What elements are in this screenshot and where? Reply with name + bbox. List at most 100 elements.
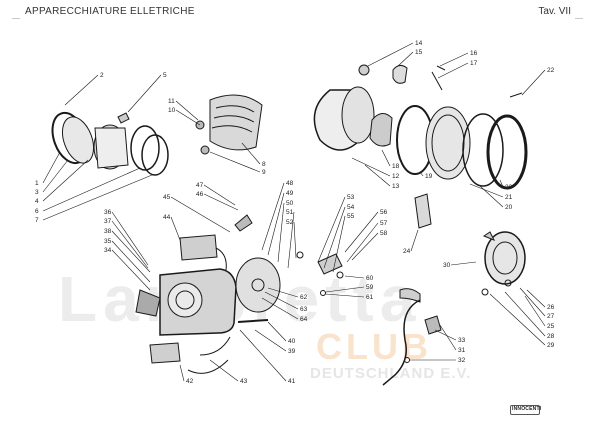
leader-line-3: [42, 159, 69, 193]
watermark-country: DEUTSCHLAND E.V.: [310, 365, 472, 382]
innocenti-logo: [510, 405, 540, 415]
callout-label-2: 2: [100, 72, 104, 79]
callout-label-37: 37: [104, 218, 112, 225]
callout-label-63: 63: [300, 306, 308, 313]
leader-line-14: [367, 42, 414, 67]
leader-line-12: [351, 157, 391, 177]
callout-label-15: 15: [415, 49, 423, 56]
callout-label-9: 9: [262, 169, 266, 176]
leader-line-53: [317, 196, 346, 263]
callout-label-4: 4: [35, 198, 39, 205]
callout-label-52: 52: [286, 219, 294, 226]
callout-label-28: 28: [547, 333, 555, 340]
leader-line-61: [324, 293, 365, 298]
leader-line-58: [351, 232, 379, 261]
leader-line-56: [344, 211, 379, 253]
callout-label-3: 3: [35, 189, 39, 196]
leader-line-18: [381, 149, 391, 167]
leader-line-37: [111, 220, 149, 269]
callout-label-41: 41: [288, 378, 296, 385]
leader-line-31: [439, 324, 457, 351]
leader-line-19: [419, 171, 424, 177]
ignition-coil-group: [195, 94, 263, 155]
leader-line-30: [450, 261, 477, 266]
callout-label-16: 16: [470, 50, 478, 57]
leader-line-21: [469, 183, 504, 198]
callout-label-38: 38: [104, 228, 112, 235]
corner-rule-left: [12, 18, 20, 19]
headlamp-shell-group: [313, 64, 528, 190]
callout-label-59: 59: [366, 284, 374, 291]
callout-label-12: 12: [392, 173, 400, 180]
horn-group: [481, 231, 526, 296]
callout-label-60: 60: [366, 275, 374, 282]
callout-label-55: 55: [347, 213, 355, 220]
callout-label-17: 17: [470, 60, 478, 67]
leader-line-11: [175, 100, 199, 121]
callout-label-6: 6: [35, 208, 39, 215]
callout-label-42: 42: [186, 378, 194, 385]
leader-line-43: [209, 359, 239, 382]
callout-label-34: 34: [104, 247, 112, 254]
leader-line-59: [325, 286, 365, 293]
callout-label-53: 53: [347, 194, 355, 201]
leader-line-34: [111, 249, 151, 291]
callout-label-11: 11: [168, 98, 175, 105]
leader-line-22: [521, 69, 546, 96]
callout-label-36: 36: [104, 209, 112, 216]
cable-group: [382, 288, 442, 386]
callout-label-8: 8: [262, 161, 266, 168]
headlamp-rings-group: [51, 111, 169, 176]
leader-line-55: [332, 215, 346, 273]
callout-label-51: 51: [286, 209, 294, 216]
callout-label-61: 61: [366, 294, 374, 301]
callout-label-10: 10: [168, 107, 176, 114]
leader-line-52: [293, 221, 297, 259]
voltage-regulator-group: [179, 214, 253, 271]
callout-label-58: 58: [380, 230, 388, 237]
callout-label-44: 44: [163, 214, 171, 221]
leader-line-57: [346, 222, 379, 263]
leader-line-17: [437, 62, 469, 79]
callout-label-24: 24: [403, 248, 411, 255]
leader-line-7: [42, 174, 153, 221]
callout-label-48: 48: [286, 180, 294, 187]
callout-label-33: 33: [458, 337, 466, 344]
leader-line-29: [489, 293, 546, 346]
callout-label-32: 32: [458, 357, 466, 364]
callout-label-54: 54: [347, 204, 355, 211]
leader-line-41: [239, 329, 287, 382]
plate-number: Tav. VII: [538, 6, 571, 17]
leader-line-47: [203, 184, 236, 206]
leader-line-6: [42, 167, 141, 212]
leader-line-24: [410, 229, 419, 252]
callout-label-46: 46: [196, 191, 204, 198]
leader-line-2: [64, 74, 99, 106]
leader-line-8: [241, 142, 261, 165]
callout-label-5: 5: [163, 72, 167, 79]
leader-line-48: [261, 182, 285, 251]
leader-line-1: [42, 151, 61, 184]
leader-line-51: [287, 211, 295, 269]
watermark-brand: Lambretta: [58, 262, 421, 336]
callout-label-27: 27: [547, 313, 555, 320]
magneto-stator-group: [135, 257, 281, 374]
callout-label-40: 40: [288, 338, 296, 345]
leader-line-35: [111, 240, 151, 283]
callout-label-30: 30: [443, 262, 451, 269]
leader-line-60: [344, 275, 365, 279]
callout-label-18: 18: [392, 163, 400, 170]
leader-line-38: [111, 230, 151, 273]
leader-line-28: [504, 291, 546, 337]
leader-line-13: [364, 164, 391, 187]
leader-line-5: [127, 74, 162, 113]
callout-label-49: 49: [286, 190, 294, 197]
leader-line-36: [111, 211, 149, 266]
callout-label-57: 57: [380, 220, 388, 227]
callout-label-1: 1: [35, 180, 39, 187]
leader-line-42: [179, 364, 185, 382]
callout-label-20: 20: [505, 204, 513, 211]
callout-label-31: 31: [458, 347, 466, 354]
